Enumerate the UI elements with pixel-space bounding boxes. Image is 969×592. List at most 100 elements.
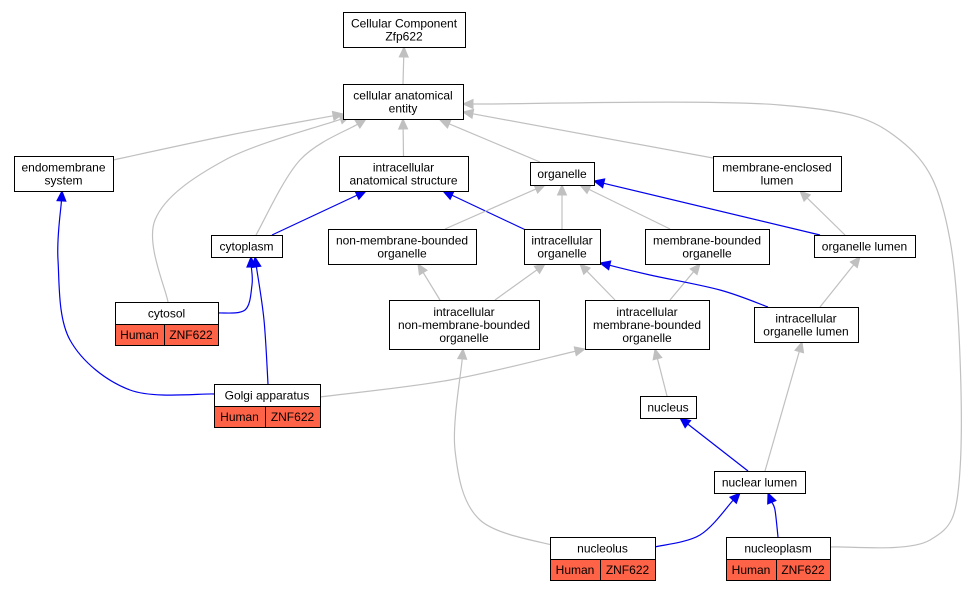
arrowhead-icon	[849, 256, 861, 269]
edge-line	[57, 200, 215, 396]
term-label: endomembrane	[21, 161, 105, 175]
term-label: organelle	[439, 331, 489, 345]
edge-line	[819, 264, 855, 308]
term-label: organelle	[622, 331, 672, 345]
edge-line	[603, 182, 821, 236]
term-box	[211, 235, 283, 258]
edge-mbo-to-organelle	[578, 184, 671, 230]
edge-mel-to-cae	[461, 108, 714, 159]
edge-line	[255, 266, 269, 385]
arrowhead-icon	[533, 263, 546, 275]
edge-ol-to-mel	[799, 190, 846, 236]
term-node-nucleus[interactable]: nucleus	[640, 396, 697, 419]
term-box	[640, 396, 697, 419]
edge-imbo-to-io	[579, 263, 616, 301]
edge-line	[472, 113, 714, 159]
gene-cell	[600, 559, 656, 581]
arrowhead-icon	[652, 347, 663, 361]
edge-line	[609, 264, 769, 308]
edge-line	[271, 194, 358, 236]
arrowhead-icon	[573, 346, 587, 357]
term-label: organelle	[537, 167, 587, 181]
edge-line	[806, 197, 846, 236]
edge-golgi-to-cytoplasm	[251, 255, 269, 385]
term-node-cytoplasm[interactable]: cytoplasm	[211, 235, 283, 258]
term-label: system	[44, 174, 82, 188]
gene-cell	[265, 406, 321, 428]
term-node-inmbo[interactable]: intracellularnon-membrane-boundedorganel…	[389, 300, 540, 350]
edge-line	[687, 423, 749, 472]
edge-line	[494, 269, 538, 301]
term-box	[645, 229, 770, 265]
term-node-ol[interactable]: organelle lumen	[814, 235, 916, 258]
term-label: intracellular	[775, 312, 836, 326]
arrowhead-icon	[592, 178, 606, 189]
term-box	[343, 12, 466, 48]
gene-label: ZNF622	[271, 410, 315, 424]
term-label: intracellular	[616, 305, 677, 319]
term-label: Zfp622	[385, 30, 423, 44]
edge-imbo-to-mbo	[669, 263, 701, 301]
term-label: nucleolus	[577, 542, 628, 556]
term-label: membrane-enclosed	[722, 161, 831, 175]
annotation-row: Human ZNF622	[214, 406, 321, 428]
species-label: Human	[120, 328, 159, 342]
edge-line	[444, 188, 537, 230]
edge-line	[654, 499, 734, 548]
arrowhead-icon	[331, 110, 345, 122]
term-node-organelle[interactable]: organelle	[530, 162, 595, 186]
edge-endomembrane-to-cae	[112, 110, 345, 161]
arrowhead-icon	[579, 263, 592, 276]
edge-line	[151, 118, 341, 303]
term-box	[339, 156, 469, 192]
arrowhead-icon	[251, 255, 262, 269]
arrowhead-icon	[799, 190, 812, 203]
arrowhead-icon	[354, 190, 368, 201]
species-label: Human	[556, 563, 595, 577]
edge-line	[669, 271, 695, 301]
arrowhead-icon	[354, 118, 368, 130]
edge-ias-to-cae	[397, 117, 409, 157]
term-label: non-membrane-bounded	[398, 318, 530, 332]
term-box	[714, 471, 806, 494]
term-label: membrane-bounded	[653, 234, 761, 248]
term-box	[328, 229, 477, 265]
arrowhead-icon	[728, 492, 741, 505]
species-label: Human	[220, 410, 259, 424]
term-box	[524, 229, 601, 265]
term-box	[343, 84, 464, 120]
edge-nl-to-iol	[764, 340, 805, 472]
term-label: organelle lumen	[822, 240, 907, 254]
term-box	[389, 300, 540, 350]
term-label: organelle	[537, 247, 587, 261]
term-box	[713, 156, 842, 192]
term-label: organelle	[377, 247, 427, 261]
term-label: anatomical structure	[349, 174, 457, 188]
term-node-nl[interactable]: nuclear lumen	[714, 471, 806, 494]
term-label: intracellular	[373, 161, 434, 175]
edge-line	[422, 272, 441, 301]
term-label: cellular anatomical	[353, 89, 452, 103]
edge-iol-to-io	[598, 260, 769, 308]
edge-layer	[56, 45, 962, 549]
arrowhead-icon	[689, 263, 701, 276]
arrowhead-icon	[679, 417, 692, 429]
term-label: non-membrane-bounded	[336, 234, 468, 248]
